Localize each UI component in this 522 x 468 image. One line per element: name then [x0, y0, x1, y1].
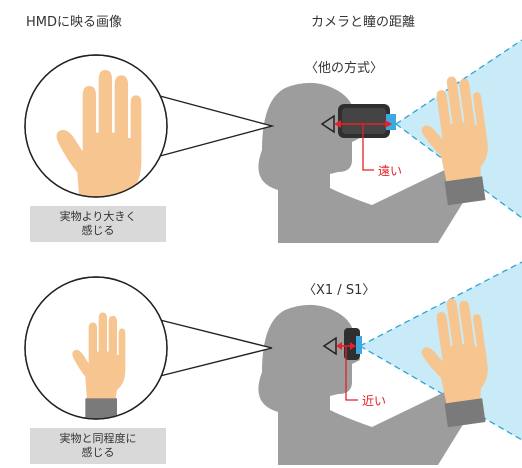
caption-1-line2: 感じる: [81, 224, 115, 237]
distance-label-near: 近い: [362, 394, 387, 408]
row-x1-s1: [24, 261, 522, 465]
caption-1-line1: 実物より大きく: [59, 210, 137, 223]
label-other-method: 〈他の方式〉: [305, 61, 384, 76]
header-hmd-image: HMDに映る画像: [26, 15, 123, 30]
header-camera-eye-distance: カメラと瞳の距離: [311, 15, 416, 30]
distance-arrow-1: [334, 120, 392, 171]
callout-pointer-1: [159, 95, 275, 157]
view-cone-2: [360, 262, 522, 440]
callout-pointer-2: [159, 319, 273, 377]
caption-box-1: 実物より大きく 感じる: [30, 206, 166, 242]
caption-box-2: 実物と同程度に 感じる: [30, 428, 166, 464]
hmd-camera-1: [338, 104, 396, 138]
distance-arrow-2: [336, 342, 358, 401]
distance-label-far: 遠い: [378, 164, 403, 178]
head-silhouette-2: [258, 304, 480, 465]
head-silhouette-1: [258, 82, 480, 243]
caption-2-line1: 実物と同程度に: [59, 432, 137, 445]
caption-2-line2: 感じる: [81, 446, 115, 459]
row-other-method: [24, 39, 522, 243]
label-x1-s1: 〈X1 / S1〉: [303, 283, 376, 298]
